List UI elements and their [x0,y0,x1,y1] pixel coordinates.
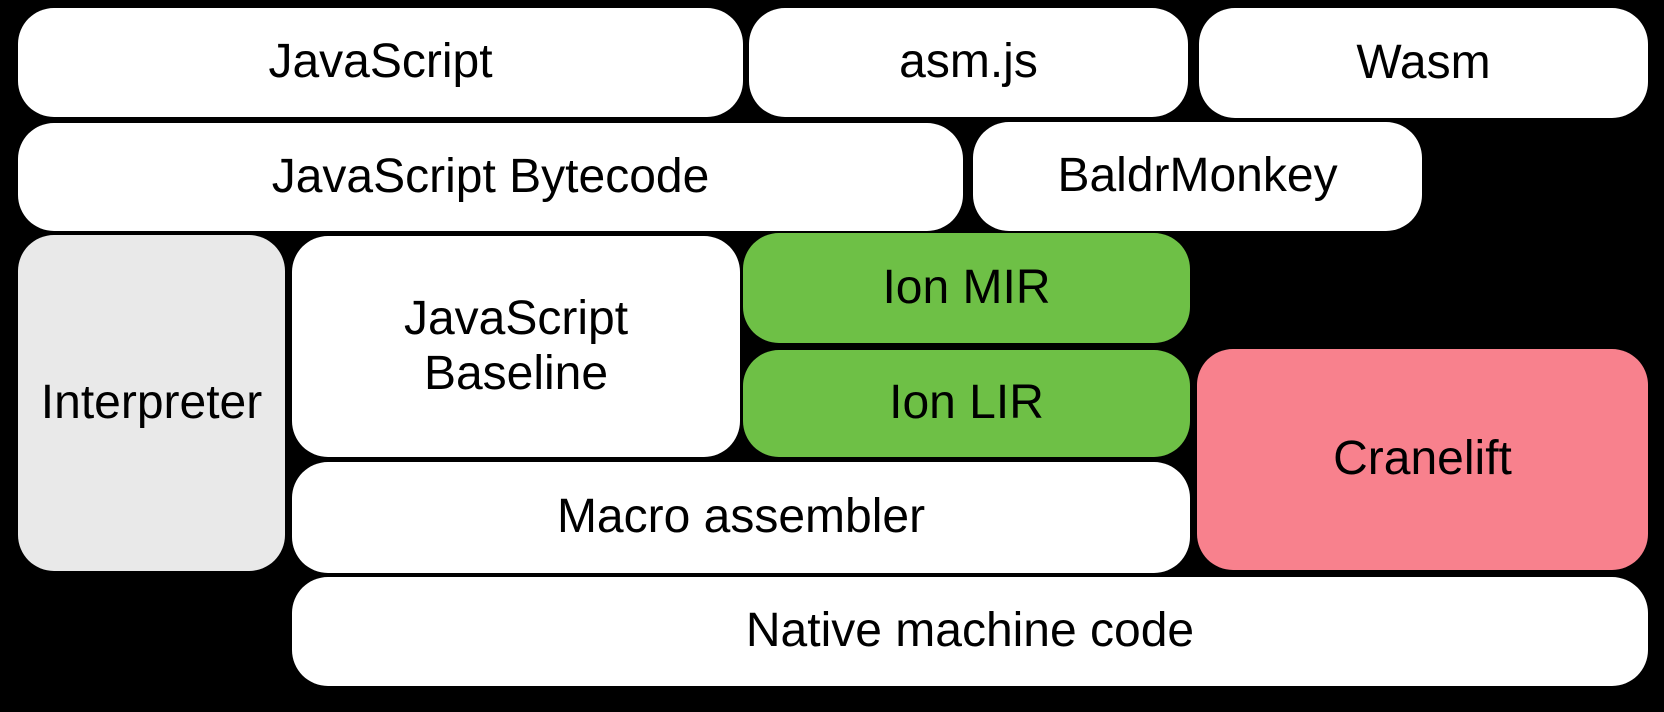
node-label-javascript-bytecode: JavaScript Bytecode [271,149,710,203]
node-cranelift: Cranelift [1197,349,1648,570]
node-ion-lir: Ion LIR [743,350,1190,457]
node-label-native-machine-code: Native machine code [745,604,1195,658]
node-javascript-bytecode: JavaScript Bytecode [18,123,963,231]
node-label-ion-mir: Ion MIR [882,260,1051,314]
node-macro-assembler: Macro assembler [292,462,1190,573]
node-label-cranelift: Cranelift [1333,432,1512,486]
node-label-javascript-baseline: JavaScript Baseline [403,292,629,400]
node-ion-mir: Ion MIR [743,233,1190,343]
node-interpreter: Interpreter [18,235,285,571]
node-label-javascript: JavaScript [268,35,493,89]
node-label-asmjs: asm.js [899,35,1038,89]
node-javascript: JavaScript [18,8,743,117]
node-wasm: Wasm [1199,8,1648,118]
node-label-wasm: Wasm [1356,35,1491,89]
node-label-ion-lir: Ion LIR [889,376,1044,430]
node-label-baldrmonkey: BaldrMonkey [1057,149,1338,203]
node-javascript-baseline: JavaScript Baseline [292,236,740,457]
node-label-macro-assembler: Macro assembler [556,490,926,544]
node-label-interpreter: Interpreter [40,375,263,429]
node-native-machine-code: Native machine code [292,577,1648,686]
node-baldrmonkey: BaldrMonkey [973,122,1422,231]
node-asmjs: asm.js [749,8,1188,117]
